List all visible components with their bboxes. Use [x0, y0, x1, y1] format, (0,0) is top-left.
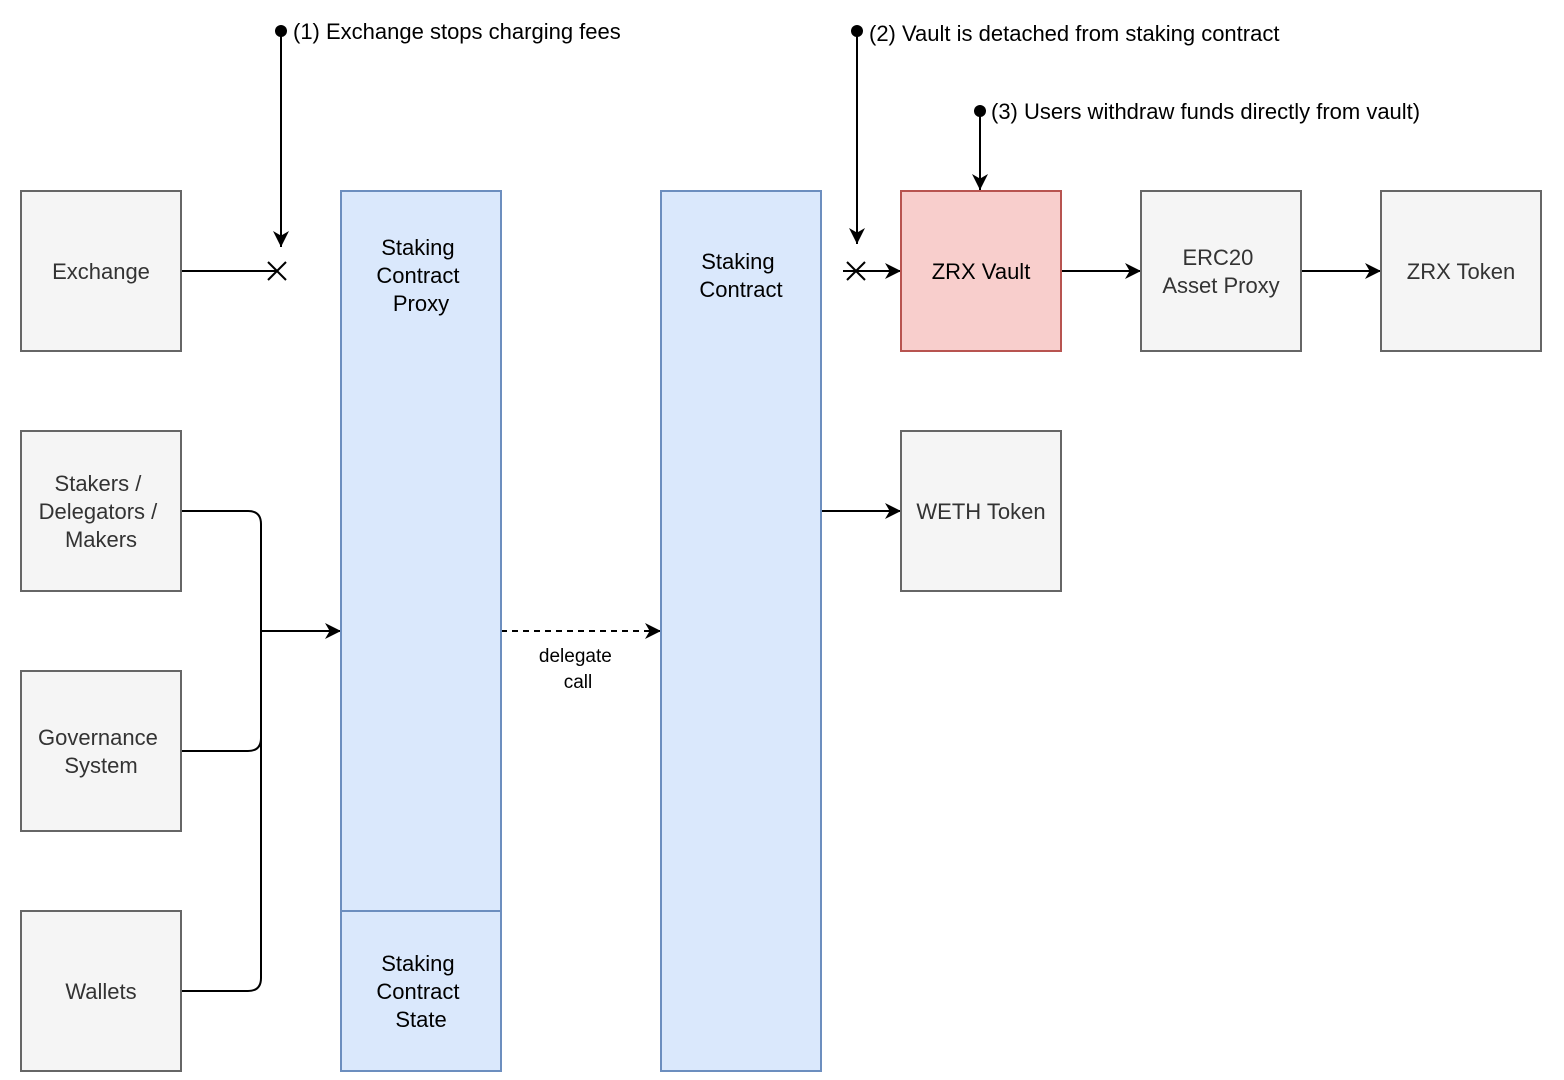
zrx-vault-label: ZRX Vault — [932, 259, 1031, 284]
note-2-dot — [851, 25, 863, 37]
staking-contract-label: Staking Contract — [699, 249, 782, 302]
weth-token-box — [900, 430, 1062, 592]
governance-connector — [181, 631, 262, 752]
staking-proxy-label: Staking Contract Proxy — [376, 235, 465, 316]
note-3-dot — [974, 105, 986, 117]
governance-box — [20, 670, 182, 832]
erc20-proxy-label: ERC20 Asset Proxy — [1162, 245, 1279, 298]
note-dots — [275, 25, 986, 117]
staking-state-label: Staking Contract State — [376, 951, 465, 1032]
governance-label: Governance System — [38, 725, 164, 778]
zrx-vault-box — [900, 190, 1062, 352]
stakers-connector — [181, 510, 262, 631]
exchange-label: Exchange — [52, 259, 150, 284]
weth-token-label: WETH Token — [916, 499, 1045, 524]
connectors — [181, 31, 1381, 992]
note-1-text: (1) Exchange stops charging fees — [293, 19, 621, 44]
staking-proxy-box — [340, 190, 502, 912]
staking-contract-box — [660, 190, 822, 1072]
delegate-call-label: delegate call — [539, 646, 617, 693]
staking-state-box — [340, 910, 502, 1072]
note-1-dot — [275, 25, 287, 37]
boxes — [20, 190, 1542, 1072]
stakers-label: Stakers / Delegators / Makers — [39, 471, 164, 552]
cut-mark-exchange — [267, 261, 287, 281]
note-3-text: (3) Users withdraw funds directly from v… — [991, 99, 1420, 124]
zrx-token-box — [1380, 190, 1542, 352]
stakers-box — [20, 430, 182, 592]
box-labels: Exchange Stakers / Delegators / Makers G… — [38, 235, 1515, 1032]
wallets-label: Wallets — [65, 979, 136, 1004]
exchange-box — [20, 190, 182, 352]
wallets-connector — [181, 631, 262, 992]
notes: (1) Exchange stops charging fees (2) Vau… — [293, 19, 1420, 124]
erc20-proxy-box — [1140, 190, 1302, 352]
note-2-text: (2) Vault is detached from staking contr… — [869, 21, 1279, 46]
zrx-token-label: ZRX Token — [1407, 259, 1515, 284]
cut-mark-vault — [846, 261, 866, 281]
wallets-box — [20, 910, 182, 1072]
